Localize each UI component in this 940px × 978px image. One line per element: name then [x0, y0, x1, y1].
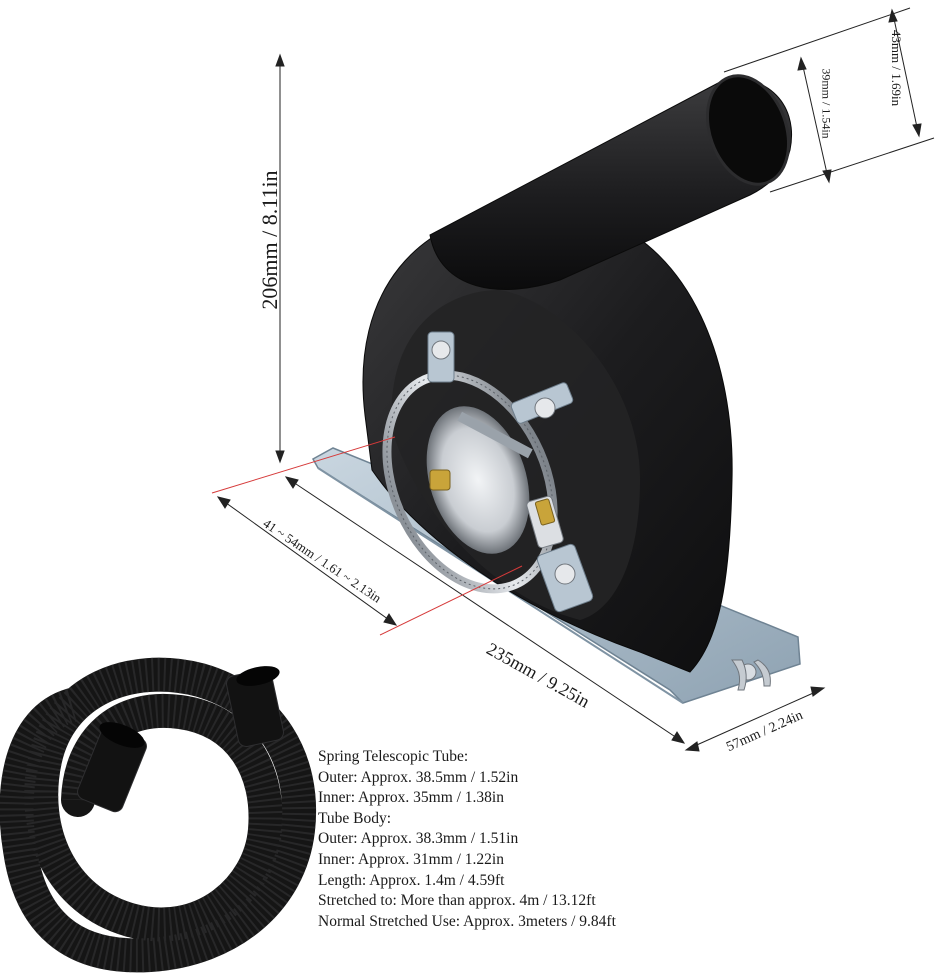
spec-line: Inner: Approx. 35mm / 1.38in [318, 789, 504, 807]
spec-line: Spring Telescopic Tube: [318, 748, 469, 765]
spec-list: Spring Telescopic Tube: Outer: Approx. 3… [318, 747, 738, 932]
dimension-lines [216, 7, 935, 752]
spec-line: Stretched to: More than approx. 4m / 13.… [318, 892, 596, 910]
spec-line: Inner: Approx. 31mm / 1.22in [318, 850, 504, 868]
coiled-hose [0, 657, 317, 973]
spec-line: Outer: Approx. 38.5mm / 1.52in [318, 768, 519, 786]
wing-nut [731, 659, 771, 691]
spec-line: Length: Approx. 1.4m / 4.59ft [318, 871, 505, 889]
height-dimension-label: 206mm / 8.11in [257, 170, 282, 310]
dust-port-opening [705, 74, 791, 186]
spec-line: Outer: Approx. 38.3mm / 1.51in [318, 830, 519, 848]
outer-diameter-label: 43mm / 1.69in [889, 29, 904, 107]
inner-diameter-label: 39mm / 1.54in [819, 68, 834, 139]
mounting-brackets [427, 331, 594, 613]
spec-line: Tube Body: [318, 809, 392, 827]
spec-line: Normal Stretched Use: Approx. 3meters / … [318, 912, 616, 930]
clamp-guide-lines [211, 436, 523, 636]
